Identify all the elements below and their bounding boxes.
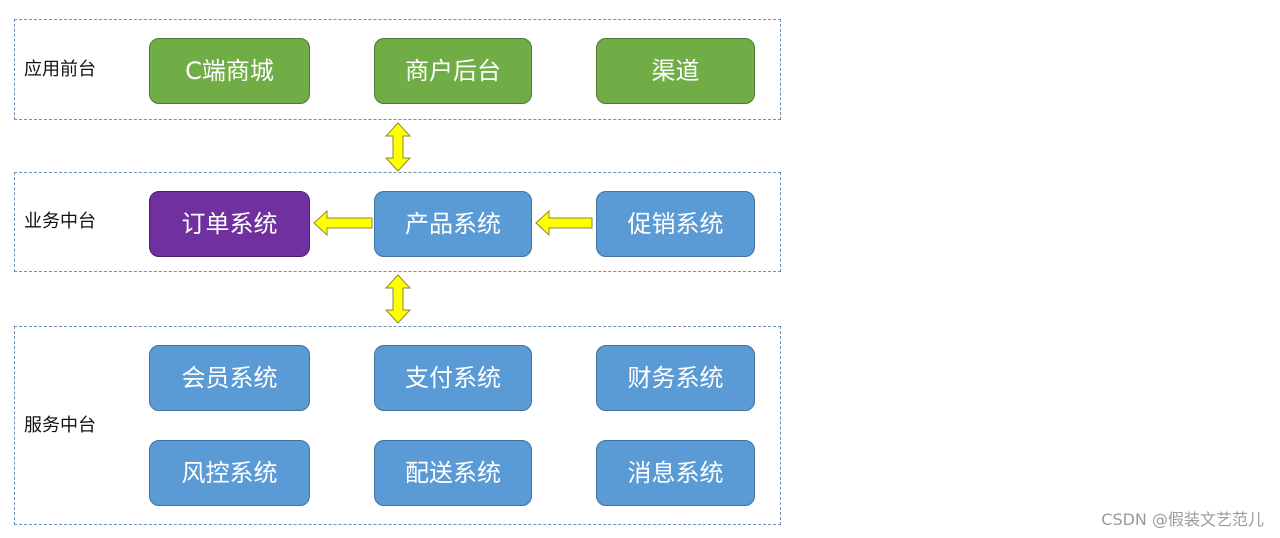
business-service-double-arrow bbox=[384, 274, 412, 324]
payment-system-box: 支付系统 bbox=[374, 345, 532, 411]
service-layer-label: 服务中台 bbox=[24, 415, 96, 436]
finance-system-box: 财务系统 bbox=[596, 345, 755, 411]
channel-box: 渠道 bbox=[596, 38, 755, 104]
frontend-business-double-arrow bbox=[384, 122, 412, 172]
c-mall-box: C端商城 bbox=[149, 38, 310, 104]
member-system-box: 会员系统 bbox=[149, 345, 310, 411]
order-system-box: 订单系统 bbox=[149, 191, 310, 257]
frontend-layer-label: 应用前台 bbox=[24, 59, 96, 80]
risk-control-system-box: 风控系统 bbox=[149, 440, 310, 506]
product-to-order-arrow bbox=[313, 209, 373, 237]
product-system-box: 产品系统 bbox=[374, 191, 532, 257]
promotion-system-box: 促销系统 bbox=[596, 191, 755, 257]
merchant-backend-box: 商户后台 bbox=[374, 38, 532, 104]
business-layer-label: 业务中台 bbox=[24, 211, 96, 232]
csdn-watermark: CSDN @假装文艺范儿 bbox=[1101, 510, 1264, 529]
delivery-system-box: 配送系统 bbox=[374, 440, 532, 506]
promotion-to-product-arrow bbox=[535, 209, 593, 237]
message-system-box: 消息系统 bbox=[596, 440, 755, 506]
